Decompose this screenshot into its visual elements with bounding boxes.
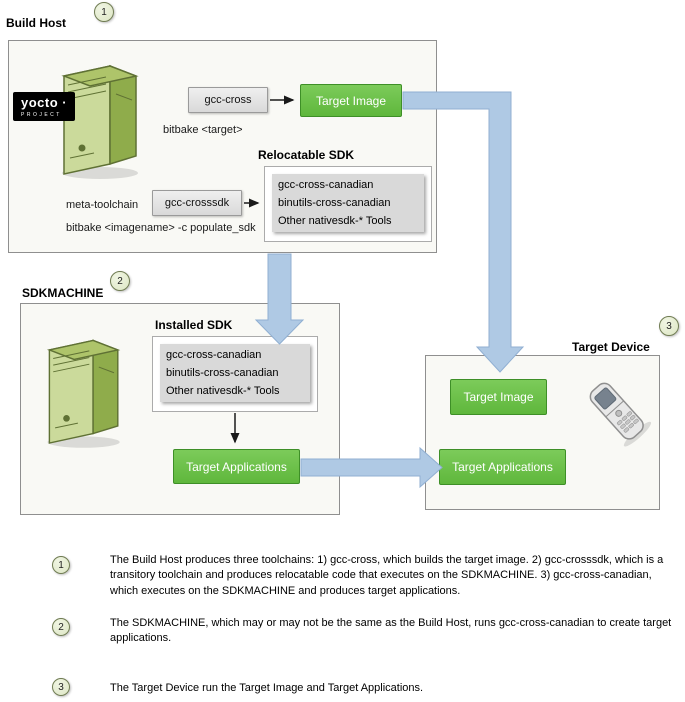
build-host-title: Build Host bbox=[6, 16, 66, 30]
yocto-logo-subtext: PROJECT bbox=[21, 112, 62, 118]
relocatable-sdk-item: Other nativesdk-* Tools bbox=[278, 215, 392, 227]
note-badge-3-number: 3 bbox=[58, 681, 64, 693]
device-target-image-box: Target Image bbox=[450, 379, 547, 415]
build-host-computer-icon bbox=[61, 64, 139, 179]
bitbake-populate-sdk-label: bitbake <imagename> -c populate_sdk bbox=[66, 222, 256, 234]
note-2-text: The SDKMACHINE, which may or may not be … bbox=[110, 617, 672, 645]
note-badge-3: 3 bbox=[52, 678, 70, 696]
note-badge-1-number: 1 bbox=[58, 559, 64, 571]
step-badge-1-number: 1 bbox=[101, 6, 107, 18]
installed-sdk-item: gcc-cross-canadian bbox=[166, 349, 262, 361]
step-badge-2-number: 2 bbox=[117, 275, 123, 287]
build-host-target-image-box: Target Image bbox=[300, 84, 402, 117]
yocto-logo-text: yocto · bbox=[21, 95, 68, 110]
step-badge-2: 2 bbox=[110, 271, 130, 291]
yocto-project-logo: yocto · PROJECT bbox=[13, 92, 76, 121]
relocatable-sdk-title: Relocatable SDK bbox=[258, 148, 355, 162]
device-target-applications-box: Target Applications bbox=[439, 449, 566, 485]
relocatable-sdk-item: gcc-cross-canadian bbox=[278, 179, 374, 191]
relocatable-sdk-toolchain-list: gcc-cross-canadian binutils-cross-canadi… bbox=[272, 174, 424, 232]
bitbake-target-label: bitbake <target> bbox=[163, 124, 243, 136]
meta-toolchain-label: meta-toolchain bbox=[66, 199, 139, 211]
gcc-crosssdk-box: gcc-crosssdk bbox=[152, 190, 242, 216]
note-3-text: The Target Device run the Target Image a… bbox=[110, 682, 424, 694]
installed-sdk-title: Installed SDK bbox=[155, 318, 233, 332]
installed-sdk-item: Other nativesdk-* Tools bbox=[166, 385, 280, 397]
relocatable-sdk-item: binutils-cross-canadian bbox=[278, 197, 391, 209]
gcc-cross-box: gcc-cross bbox=[188, 87, 268, 113]
sdkmachine-computer-icon bbox=[46, 339, 121, 448]
step-badge-1: 1 bbox=[94, 2, 114, 22]
note-badge-2: 2 bbox=[52, 618, 70, 636]
step-badge-3-number: 3 bbox=[666, 320, 672, 332]
step-badge-3: 3 bbox=[659, 316, 679, 336]
note-badge-1: 1 bbox=[52, 556, 70, 574]
mobile-phone-icon bbox=[589, 382, 652, 447]
sdkmachine-target-applications-box: Target Applications bbox=[173, 449, 300, 484]
installed-sdk-toolchain-list: gcc-cross-canadian binutils-cross-canadi… bbox=[160, 344, 310, 402]
installed-sdk-item: binutils-cross-canadian bbox=[166, 367, 279, 379]
sdkmachine-title: SDKMACHINE bbox=[22, 286, 104, 300]
note-badge-2-number: 2 bbox=[58, 621, 64, 633]
target-device-title: Target Device bbox=[572, 340, 650, 354]
note-1-text: The Build Host produces three toolchains… bbox=[110, 554, 664, 597]
